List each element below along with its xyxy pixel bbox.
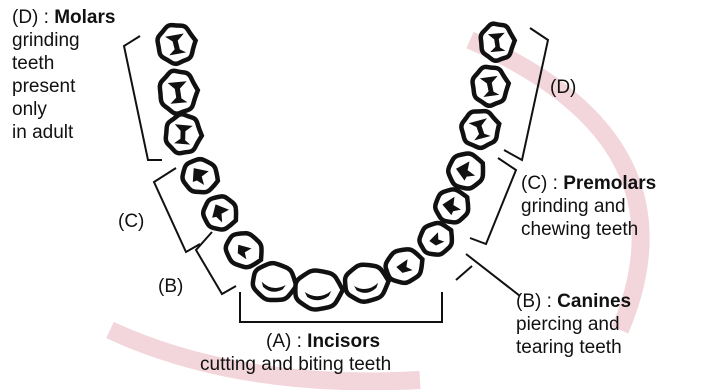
molars-label: (D) : Molars grinding teeth present only… <box>12 6 115 144</box>
molar-tooth <box>458 106 504 152</box>
premolars-label: (C) : Premolars grinding and chewing tee… <box>521 172 656 241</box>
incisors-heading: (A) : Incisors <box>200 330 391 353</box>
premolars-left-letter: (C) <box>118 210 144 233</box>
premolars-heading: (C) : Premolars <box>521 172 656 195</box>
canines-desc-line: tearing teeth <box>516 336 631 359</box>
canines-leader-line <box>466 254 520 296</box>
molar-tooth <box>165 113 204 155</box>
tooth-outline <box>344 263 391 304</box>
incisors-name: Incisors <box>307 331 380 352</box>
molars-desc-line: only <box>12 98 115 121</box>
premolar-tooth <box>443 147 490 194</box>
premolars-desc-line: chewing teeth <box>521 218 656 241</box>
premolars-name: Premolars <box>563 173 656 194</box>
molars-name: Molars <box>54 7 115 28</box>
molar-tooth <box>155 21 199 66</box>
molar-tooth <box>471 64 512 108</box>
canines-left-letter: (B) <box>158 275 183 298</box>
canines-letter: (B) : <box>516 291 552 312</box>
canines-heading: (B) : Canines <box>516 290 631 313</box>
canines-desc-line: piercing and <box>516 313 631 336</box>
incisor-tooth <box>295 271 342 310</box>
canines-label: (B) : Canines piercing and tearing teeth <box>516 290 631 359</box>
premolars-letter: (C) : <box>521 173 558 194</box>
premolar-tooth <box>198 191 242 235</box>
premolars-desc-line: grinding and <box>521 195 656 218</box>
molars-heading: (D) : Molars <box>12 6 115 29</box>
molars-desc-line: in adult <box>12 121 115 144</box>
incisor-tooth <box>250 260 299 304</box>
molars-desc-line: grinding <box>12 29 115 52</box>
molars-right-letter: (D) <box>550 76 576 99</box>
incisors-label: (A) : Incisors cutting and biting teeth <box>200 330 391 376</box>
molars-letter: (D) : <box>12 7 49 28</box>
canines-right-bracket <box>456 266 472 280</box>
molars-desc-line: present <box>12 75 115 98</box>
tooth-outline <box>250 260 299 304</box>
molars-desc-line: teeth <box>12 52 115 75</box>
molar-tooth <box>158 69 199 115</box>
molars-left-bracket <box>124 36 162 160</box>
incisor-tooth <box>344 263 391 304</box>
incisors-letter: (A) : <box>266 331 302 352</box>
incisors-desc: cutting and biting teeth <box>200 353 391 376</box>
canines-name: Canines <box>557 291 631 312</box>
tooth-outline <box>295 271 342 310</box>
teeth-group <box>155 21 516 309</box>
molar-tooth <box>480 22 517 62</box>
premolar-tooth <box>179 156 222 197</box>
